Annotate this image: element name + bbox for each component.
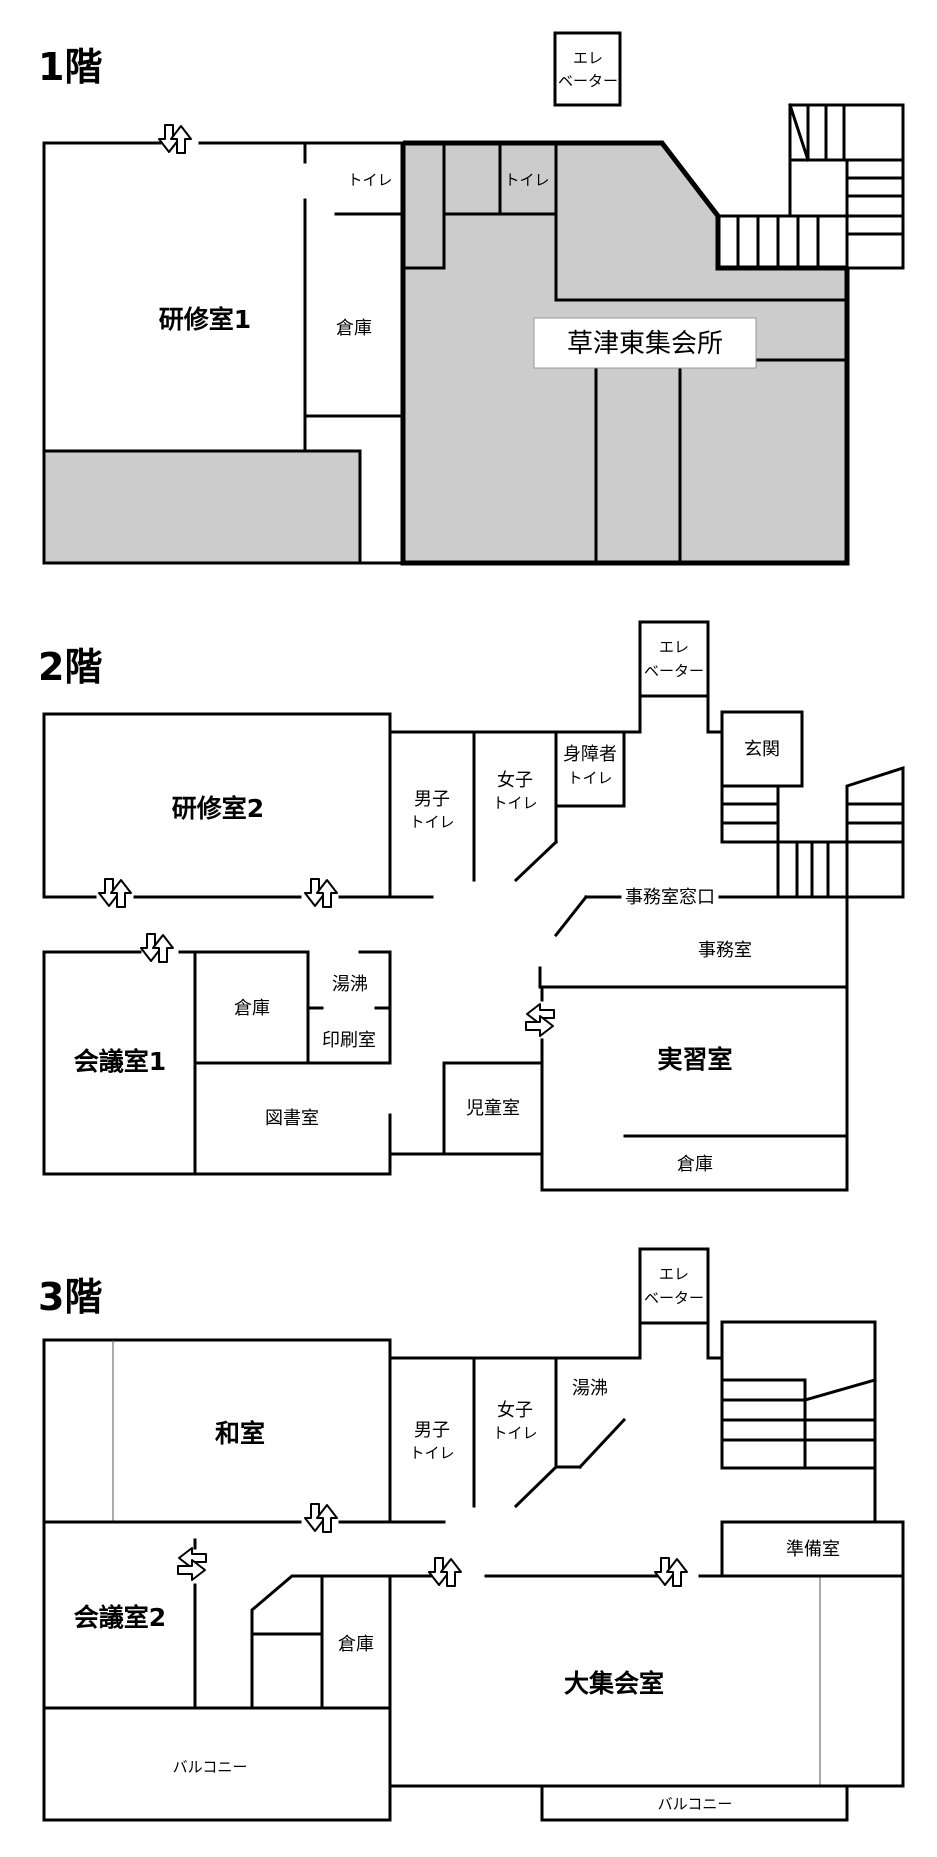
door-arrow-2f-a [98,878,132,908]
label-accessible-toilet-1: 身障者 [563,744,617,765]
label-meeting-room-2: 会議室2 [74,1603,166,1632]
stairs-2f [720,765,905,899]
label-office-window: 事務室窓口 [625,887,715,908]
label-toilet-1f-a: トイレ [347,171,392,189]
label-storage-1f: 倉庫 [336,318,372,339]
elevator-2f-label-2: ベーター [644,662,704,680]
elevator-3f-label-1: エレ [659,1265,689,1283]
elevator-2f: エレ ベーター [638,620,710,698]
walls-3f [42,1321,905,1822]
label-womens-toilet-3f-1: 女子 [497,1400,533,1421]
label-balcony-left: バルコニー [173,1758,248,1776]
label-main-hall: 大集会室 [564,1669,664,1698]
door-arrow-2f-c [140,933,174,963]
label-mens-toilet-2f-1: 男子 [414,789,450,810]
door-arrow-3f-c [654,1557,688,1587]
door-arrow-3f-d [177,1547,207,1581]
elevator-1f: エレ ベーター [553,31,622,107]
elevator-1f-label-2: ベーター [558,72,618,90]
floor-2-label: 2階 [38,645,102,689]
label-mens-toilet-3f-2: トイレ [409,1444,454,1462]
stairs-1f [716,103,905,270]
label-kettle-room-3f: 湯沸 [572,1378,608,1399]
floor-3: 3階 エレ ベーター [38,1247,905,1822]
center-name: 草津東集会所 [567,329,723,359]
label-kettle-room-2f: 湯沸 [332,974,368,995]
floor-1: 1階 エレ ベーター [38,31,905,566]
floor-1-label: 1階 [38,45,102,89]
label-storage-2f-b: 倉庫 [677,1154,713,1175]
walls-2f [42,694,849,1192]
label-study-room-2: 研修室2 [172,794,264,823]
center-name-box: 草津東集会所 [533,317,757,369]
stairs-3f [720,1320,877,1524]
label-study-room-1: 研修室1 [159,305,251,334]
door-arrow-2f-b [304,878,338,908]
floor-3-label: 3階 [38,1275,102,1319]
label-storage-2f-a: 倉庫 [234,998,270,1019]
door-arrow-3f-a [304,1503,338,1533]
label-womens-toilet-3f-2: トイレ [492,1424,537,1442]
label-storage-3f: 倉庫 [338,1634,374,1655]
door-arrow-2f-d [525,1003,555,1037]
elevator-3f-label-2: ベーター [644,1289,704,1307]
label-womens-toilet-2f-2: トイレ [492,794,537,812]
label-accessible-toilet-2: トイレ [567,769,612,787]
label-entrance: 玄関 [744,739,780,760]
label-balcony-right: バルコニー [658,1795,733,1813]
label-prep-room: 準備室 [786,1539,840,1560]
elevator-1f-label-1: エレ [573,49,603,67]
elevator-3f: エレ ベーター [638,1247,710,1325]
label-womens-toilet-2f-1: 女子 [497,770,533,791]
label-practice-room: 実習室 [657,1045,732,1074]
label-mens-toilet-2f-2: トイレ [409,813,454,831]
label-office: 事務室 [698,940,752,961]
label-toilet-1f-b: トイレ [504,171,549,189]
elevator-2f-label-1: エレ [659,638,689,656]
label-japanese-room: 和室 [215,1419,265,1448]
label-meeting-room-1: 会議室1 [74,1047,166,1076]
door-arrow-1f [158,124,192,154]
label-print-room: 印刷室 [322,1030,376,1051]
floor-2: 2階 エレ ベーター [38,620,905,1192]
label-mens-toilet-3f-1: 男子 [414,1420,450,1441]
label-children-room: 児童室 [466,1098,520,1119]
label-library: 図書室 [265,1108,319,1129]
door-arrow-3f-b [428,1557,462,1587]
